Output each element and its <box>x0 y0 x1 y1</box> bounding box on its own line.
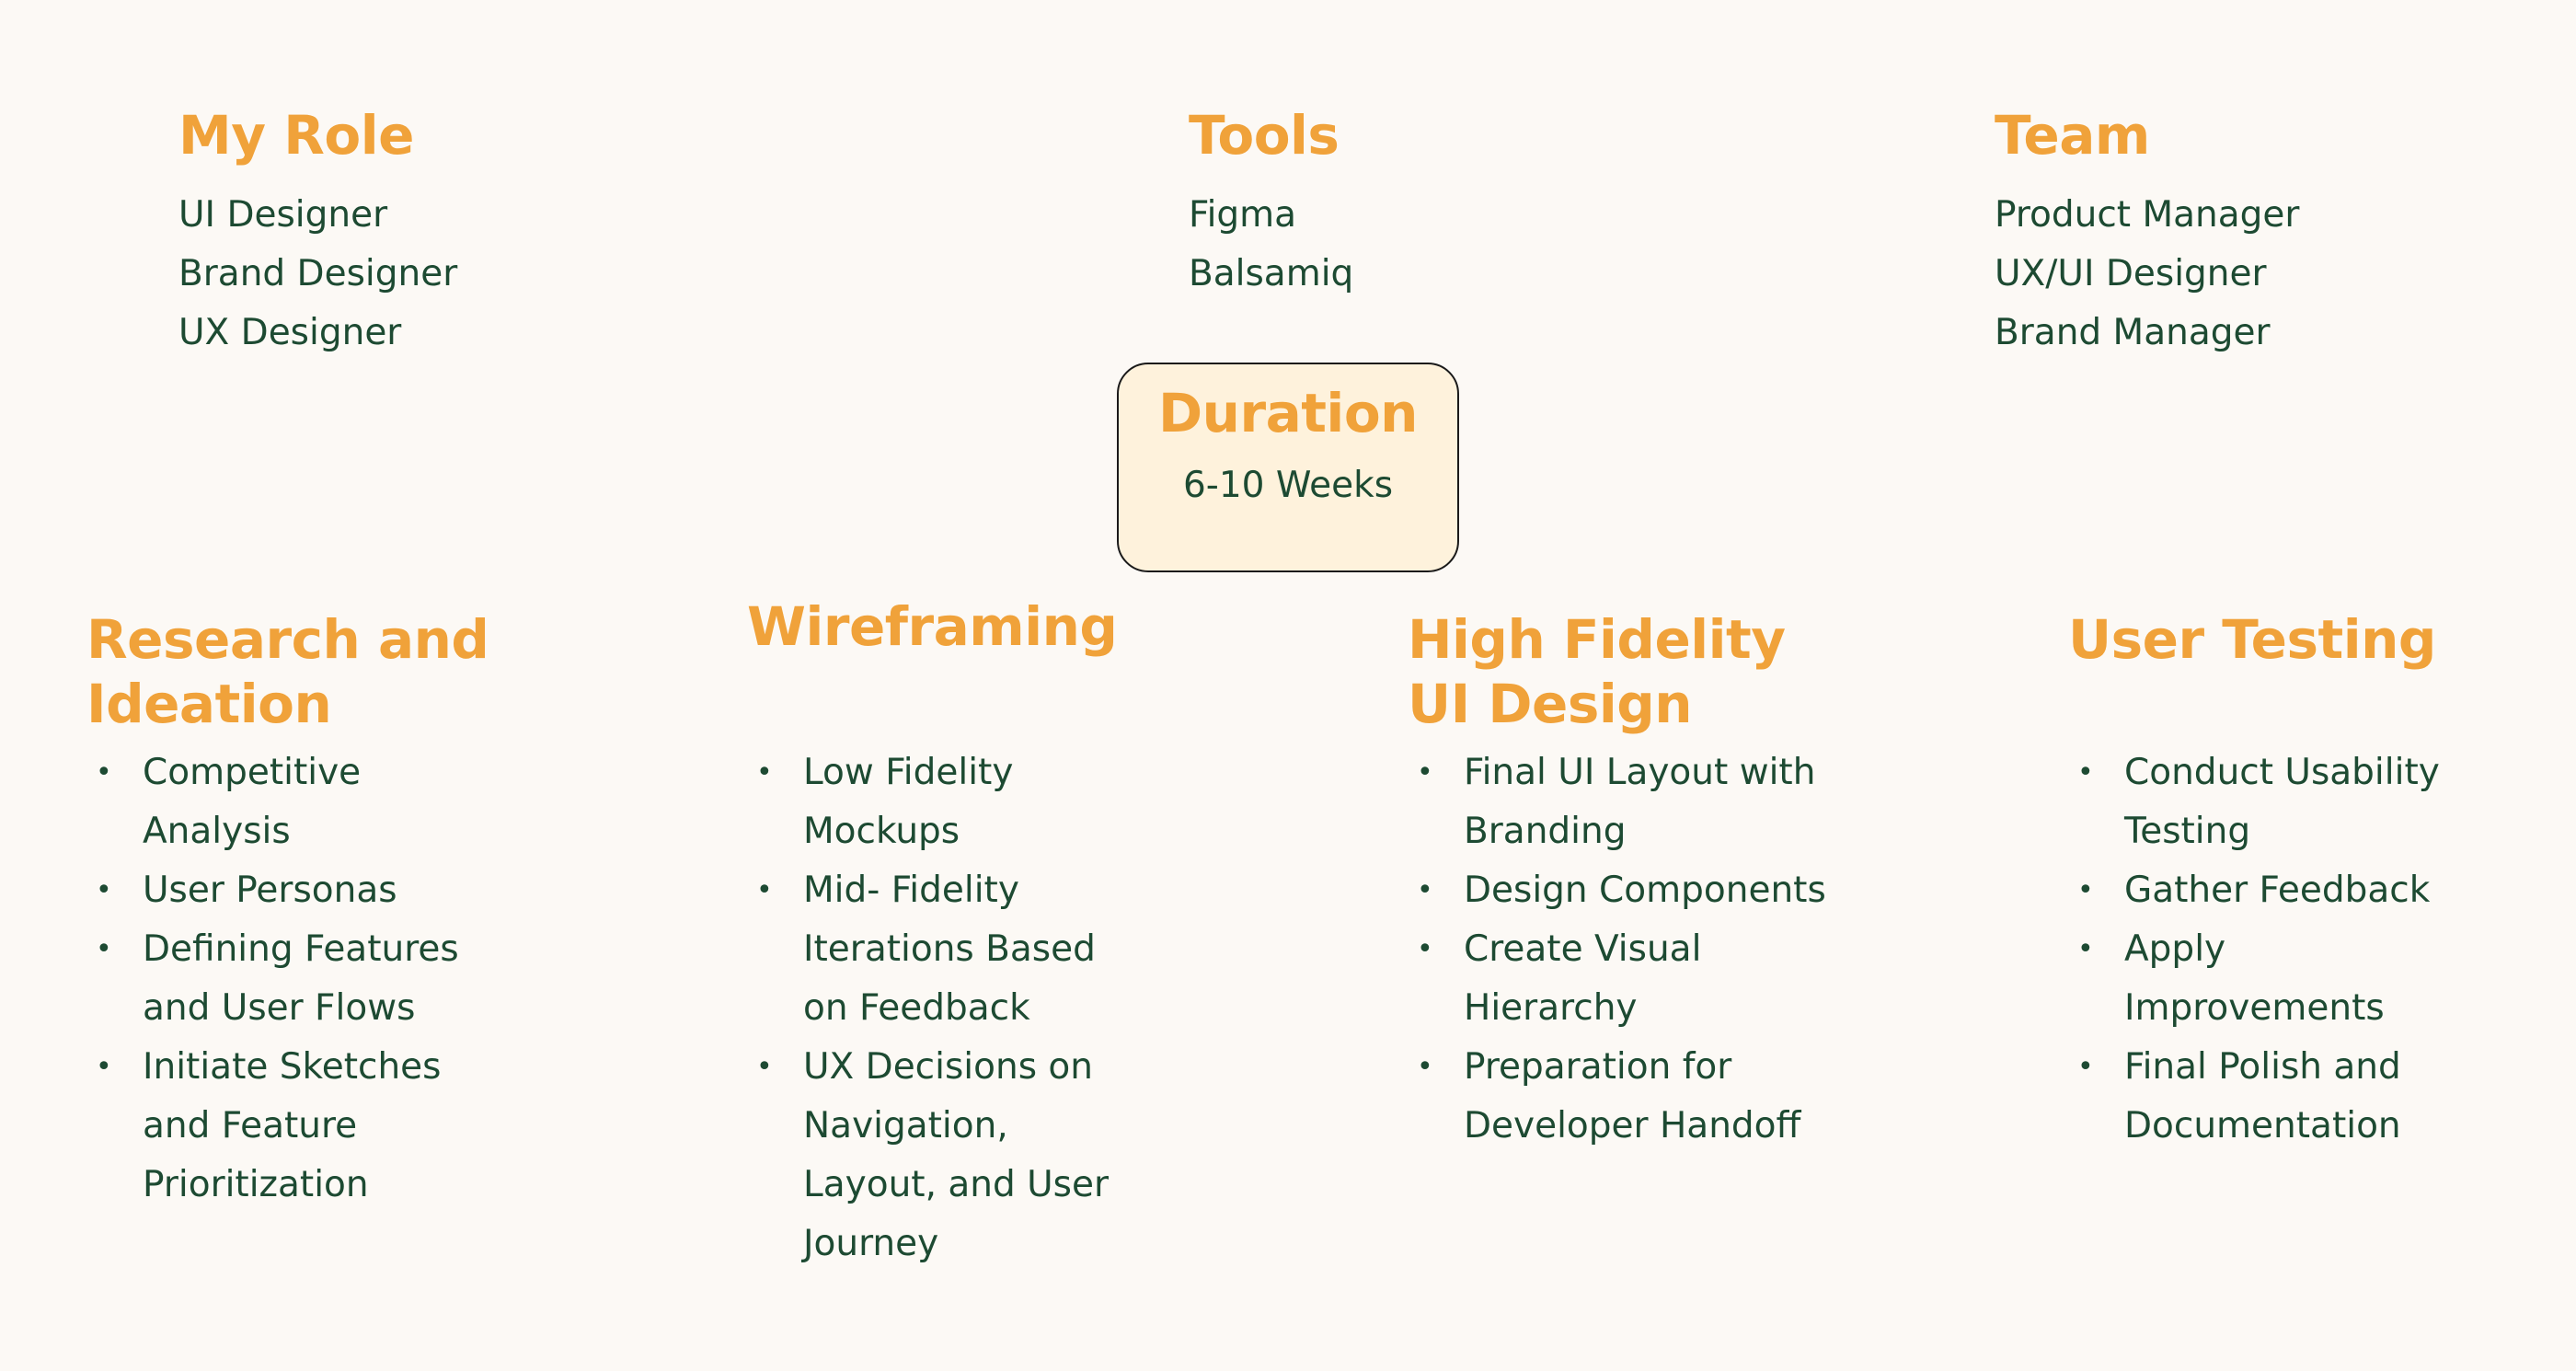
research-heading-line1: Research and <box>86 608 489 671</box>
list-item: User Personas <box>88 861 475 920</box>
list-item: Preparation for Developer Handoff <box>1409 1038 1833 1156</box>
research-heading: Research and Ideation <box>86 607 489 736</box>
my-role-heading: My Role <box>178 104 414 167</box>
my-role-list: UI Designer Brand Designer UX Designer <box>178 186 457 363</box>
list-item: Brand Manager <box>1995 312 2271 353</box>
tools-heading: Tools <box>1189 104 1340 167</box>
hifi-list: Final UI Layout with Branding Design Com… <box>1409 743 1833 1156</box>
list-item: Conduct Usability Testing <box>2070 743 2456 861</box>
duration-value: 6-10 Weeks <box>1182 465 1394 506</box>
research-heading-line2: Ideation <box>86 673 332 735</box>
list-item: Final UI Layout with Branding <box>1409 743 1833 861</box>
list-item: UX Decisions on Navigation, Layout, and … <box>749 1038 1135 1273</box>
tools-list: Figma Balsamiq <box>1189 186 1353 304</box>
duration-card: Duration 6-10 Weeks <box>1117 363 1459 572</box>
list-item: Apply Improvements <box>2070 920 2456 1038</box>
hifi-heading-line2: UI Design <box>1408 673 1693 735</box>
list-item: Low Fidelity Mockups <box>749 743 1135 861</box>
list-item: Design Components <box>1409 861 1833 920</box>
list-item: UX/UI Designer <box>1995 253 2267 294</box>
duration-heading: Duration <box>1158 382 1418 444</box>
team-heading: Team <box>1995 104 2150 167</box>
user-testing-heading: User Testing <box>2068 608 2436 671</box>
wireframing-heading: Wireframing <box>747 595 1118 658</box>
hifi-heading: High Fidelity UI Design <box>1408 607 1786 736</box>
list-item: Defining Features and User Flows <box>88 920 475 1038</box>
list-item: Create Visual Hierarchy <box>1409 920 1833 1038</box>
list-item: Brand Designer <box>178 253 458 294</box>
hifi-heading-line1: High Fidelity <box>1408 608 1786 671</box>
list-item: Gather Feedback <box>2070 861 2456 920</box>
list-item: Figma <box>1189 194 1297 236</box>
list-item: UX Designer <box>178 312 402 353</box>
list-item: Final Polish and Documentation <box>2070 1038 2456 1156</box>
list-item: Competitive Analysis <box>88 743 475 861</box>
list-item: Balsamiq <box>1189 253 1354 294</box>
list-item: UI Designer <box>178 194 388 236</box>
list-item: Product Manager <box>1995 194 2300 236</box>
team-list: Product Manager UX/UI Designer Brand Man… <box>1995 186 2299 363</box>
list-item: Initiate Sketches and Feature Prioritiza… <box>88 1038 475 1215</box>
user-testing-list: Conduct Usability Testing Gather Feedbac… <box>2070 743 2456 1156</box>
list-item: Mid- Fidelity Iterations Based on Feedba… <box>749 861 1135 1038</box>
wireframing-list: Low Fidelity Mockups Mid- Fidelity Itera… <box>749 743 1135 1273</box>
research-list: Competitive Analysis User Personas Defin… <box>88 743 475 1215</box>
